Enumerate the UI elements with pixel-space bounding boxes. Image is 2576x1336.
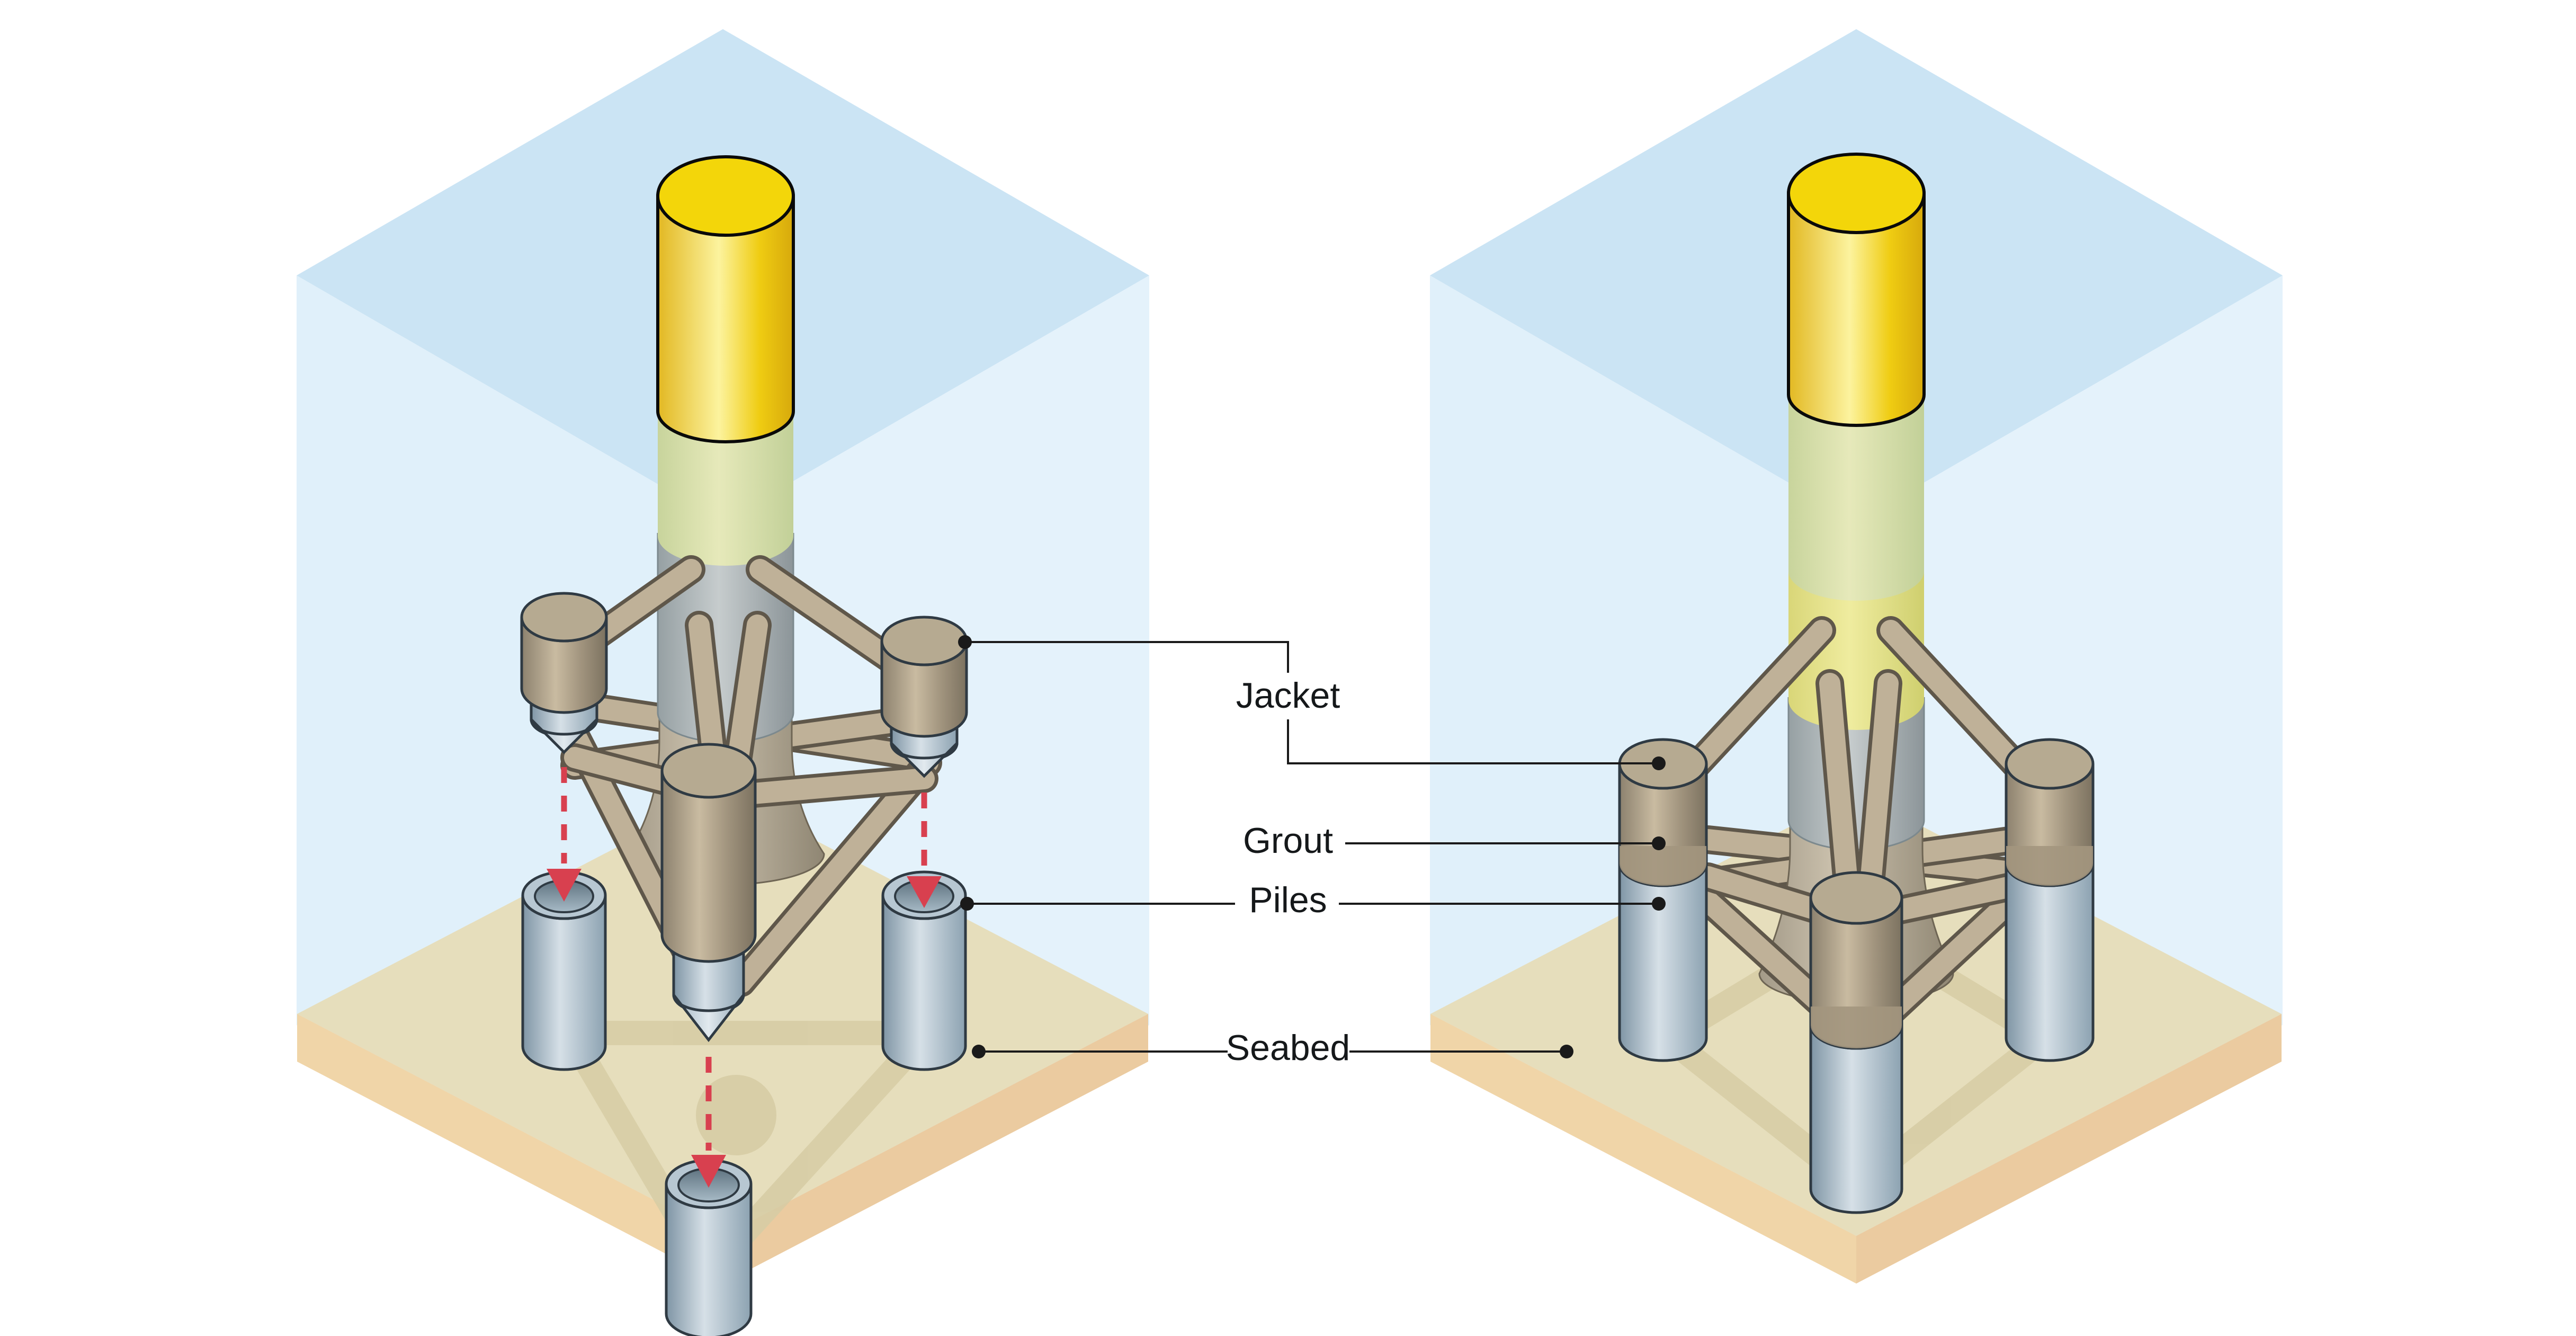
grout-band (2006, 846, 2093, 886)
down-arrow-icon (691, 1057, 726, 1188)
column-submerged-section (658, 408, 793, 566)
jacket-leg-center (660, 743, 757, 1043)
lowering-arrows (547, 767, 942, 1188)
seabed-side-right (1856, 1014, 2282, 1284)
pile (1809, 1025, 1903, 1214)
leader-dot (972, 1045, 986, 1058)
leader-dot (958, 635, 972, 649)
leader-dot (960, 897, 974, 911)
panel-installed (1430, 29, 2283, 1284)
label-seabed: Seabed (1226, 1028, 1350, 1068)
seabed-side-left (1430, 1014, 1856, 1284)
leader-dot (1652, 836, 1666, 850)
tower-stub-top (656, 155, 795, 237)
label-texts: Jacket Grout Piles Seabed (1226, 675, 1350, 1068)
pile (2005, 863, 2095, 1062)
pile (881, 870, 967, 1071)
label-piles: Piles (1249, 880, 1327, 920)
down-arrow-icon (907, 792, 942, 908)
leader-line (965, 641, 1289, 673)
leader-dot (1652, 756, 1666, 770)
jacket-leg-grouted (2005, 738, 2095, 1062)
stab-in-spike (672, 991, 745, 1043)
label-grout: Grout (1243, 821, 1333, 861)
jacket-leg-grouted (1809, 871, 1903, 1214)
leader-dot (1560, 1045, 1573, 1058)
stab-in-spike (530, 716, 598, 754)
seabed-side-right (723, 1014, 1148, 1284)
column-submerged-section (1788, 392, 1924, 601)
jacket-leg-sleeve (520, 592, 608, 754)
leader-line (1287, 719, 1659, 764)
seabed-side-left (297, 1014, 723, 1284)
grout-band (1620, 846, 1706, 886)
annotations (958, 635, 1666, 1058)
label-jacket: Jacket (1236, 675, 1340, 716)
down-arrow-icon (547, 767, 582, 902)
pile (1618, 863, 1708, 1062)
stab-in-spike (890, 740, 959, 778)
jacket-leg-grouted (1618, 738, 1708, 1062)
leader-dot (1652, 897, 1666, 911)
grout-band (1811, 1007, 1902, 1048)
jacket-leg-sleeve (880, 616, 968, 778)
seabed-shadow (557, 1021, 939, 1284)
tower-stub-top (1787, 153, 1926, 234)
panel-lowering (297, 29, 1149, 1336)
